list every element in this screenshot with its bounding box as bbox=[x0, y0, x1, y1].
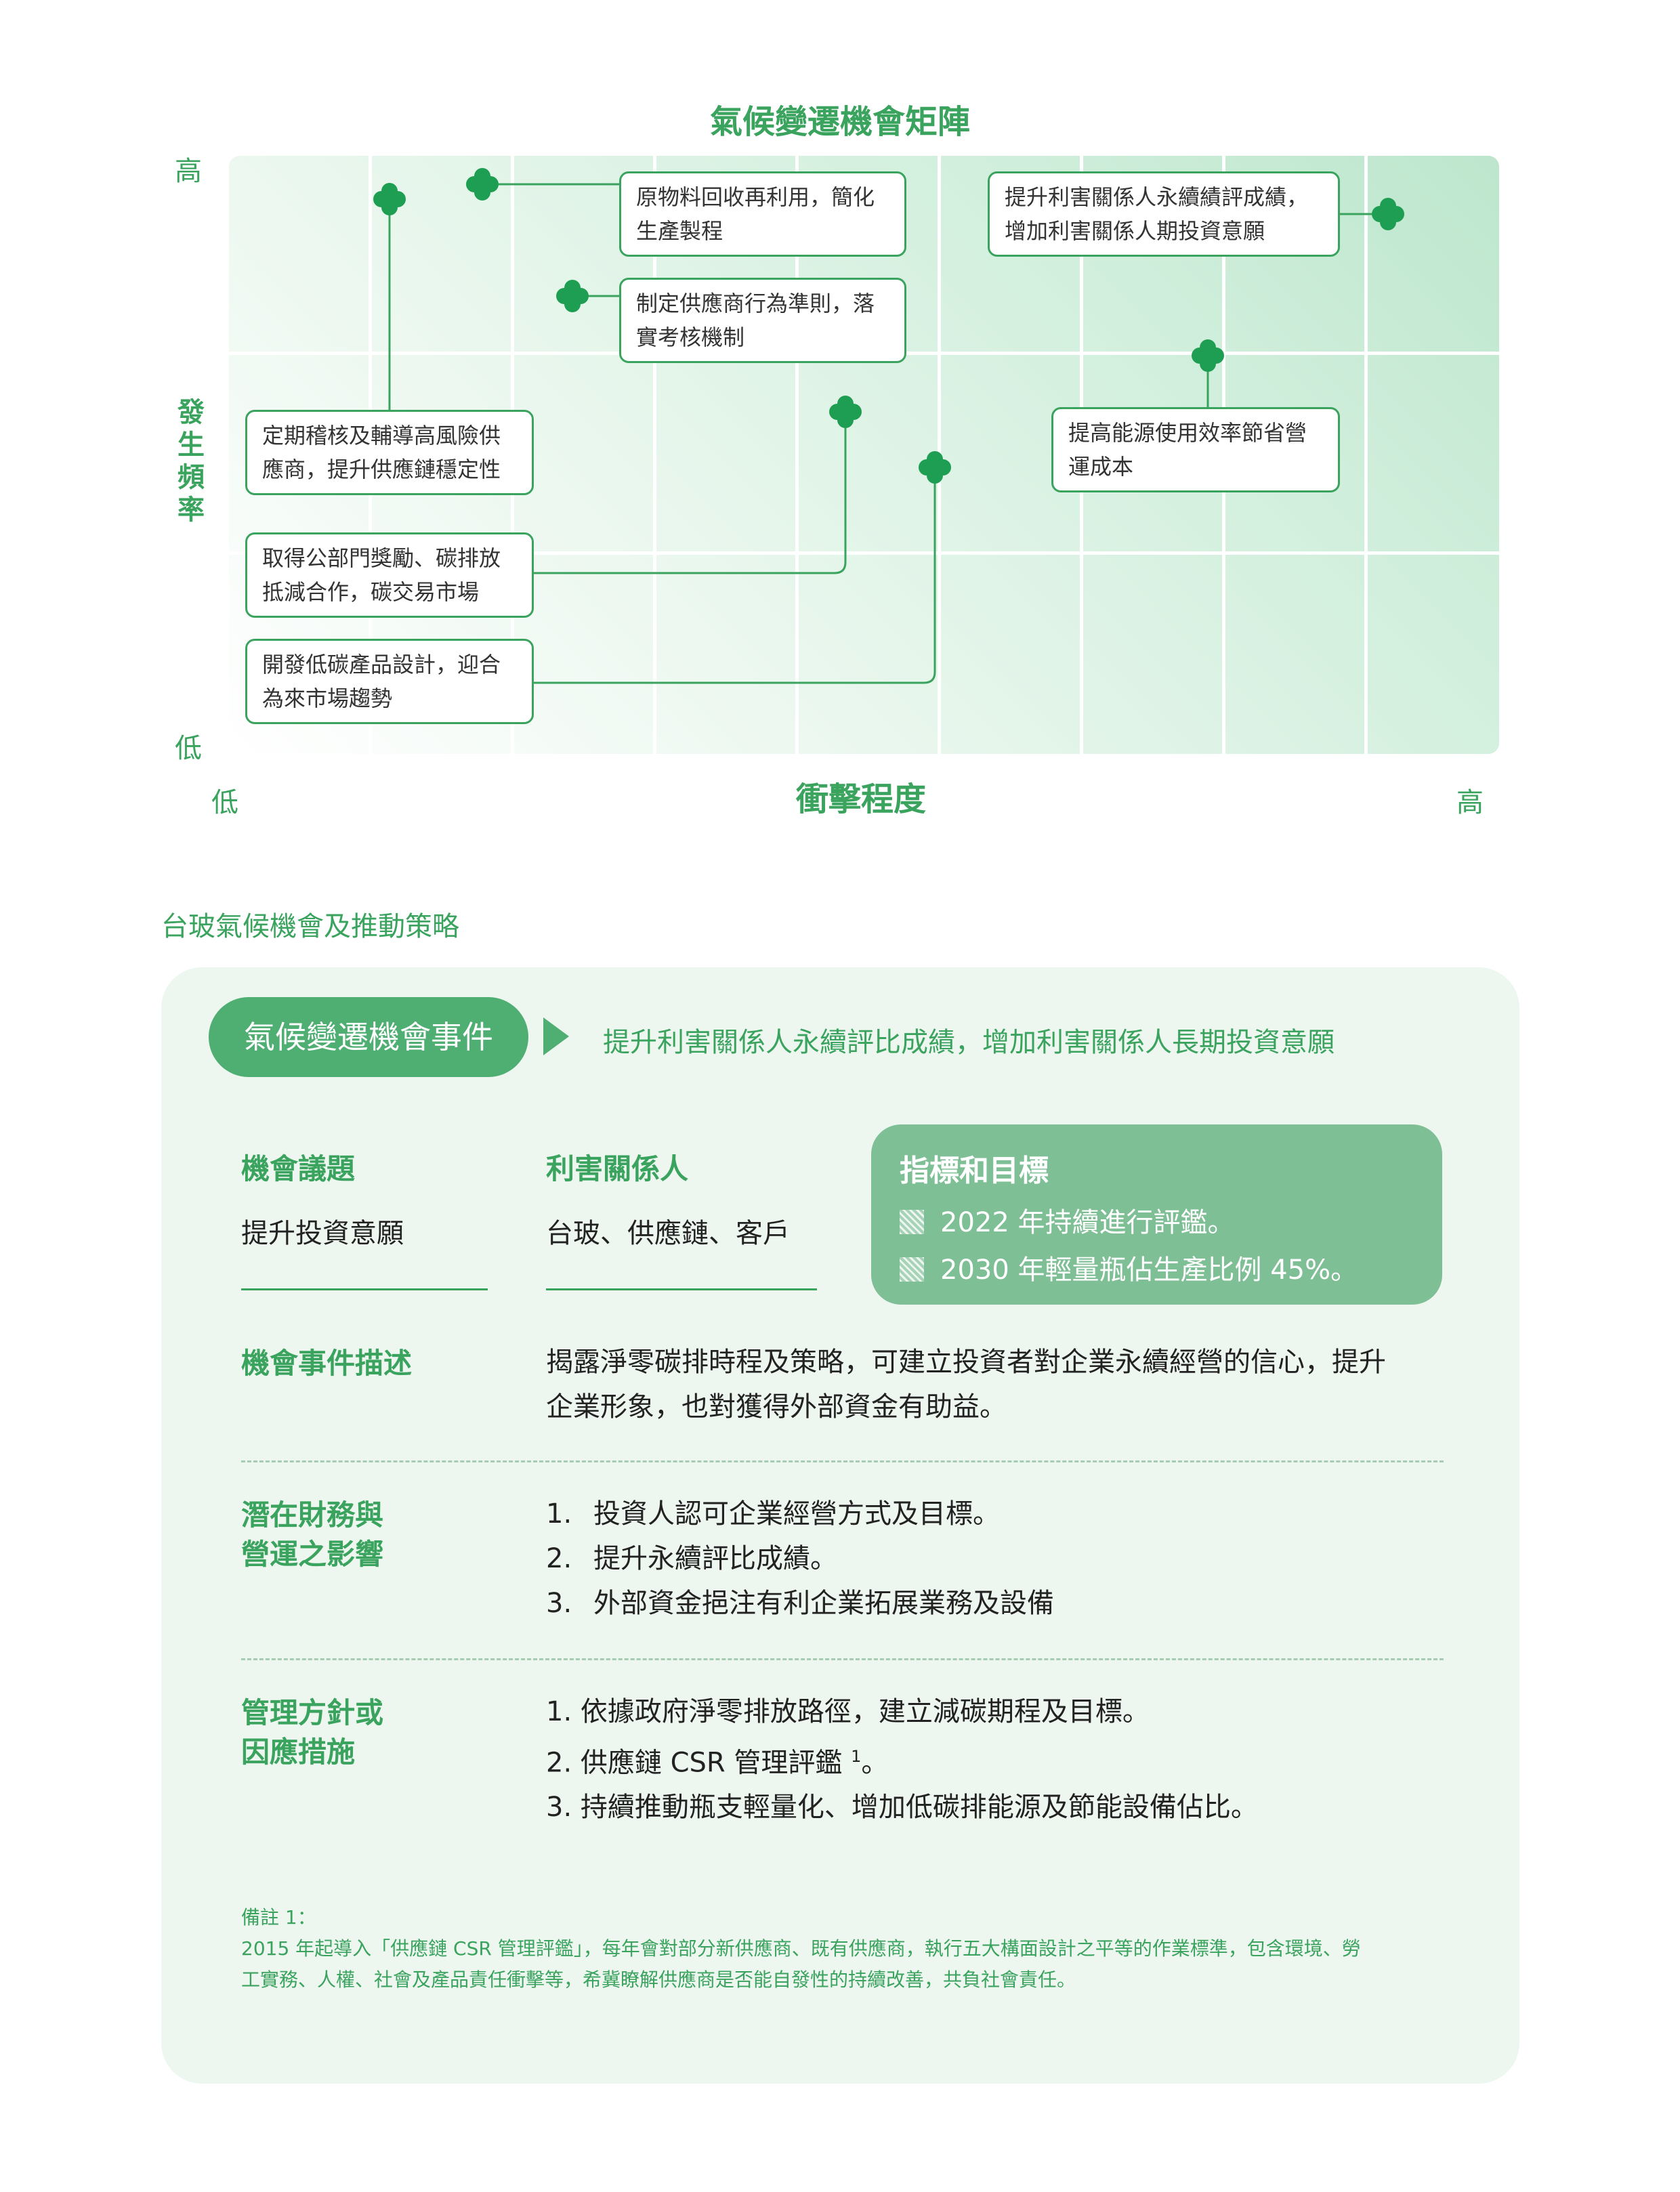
x-axis-high-label: 高 bbox=[1456, 787, 1484, 818]
marker-reward bbox=[829, 396, 862, 428]
issue-value: 提升投資意願 bbox=[241, 1218, 404, 1249]
marker-supplier-code bbox=[556, 280, 589, 312]
divider bbox=[241, 1460, 1444, 1462]
issue-heading: 機會議題 bbox=[241, 1152, 356, 1185]
marker-stakeholder bbox=[1372, 198, 1404, 230]
marker-audit bbox=[373, 183, 406, 215]
footnote: 備註 1： 2015 年起導入「供應鏈 CSR 管理評鑑」，每年會對部分新供應商… bbox=[241, 1906, 1361, 1991]
marker-energy bbox=[1192, 339, 1224, 372]
stakeholder-value: 台玻、供應鏈、客戶 bbox=[546, 1218, 790, 1249]
description-text: 揭露淨零碳排時程及策略，可建立投資者對企業永續經營的信心，提升 企業形象，也對獲… bbox=[546, 1347, 1386, 1422]
impact-list: 1.投資人認可企業經營方式及目標。 2.提升永續評比成績。 3.外部資金挹注有利… bbox=[546, 1492, 1054, 1626]
box-energy: 提高能源使用效率節省營 運成本 bbox=[1051, 407, 1340, 492]
marker-raw bbox=[466, 168, 499, 201]
box-raw-material: 原物料回收再利用，簡化 生產製程 bbox=[619, 171, 906, 257]
issue-underline bbox=[241, 1288, 488, 1290]
event-pill: 氣候變遷機會事件 bbox=[209, 997, 528, 1077]
event-description: 提升利害關係人永續評比成績，增加利害關係人長期投資意願 bbox=[603, 1027, 1335, 1058]
footnote-marker: 1 bbox=[851, 1747, 862, 1766]
box-audit: 定期稽核及輔導高風險供 應商，提升供應鏈穩定性 bbox=[245, 410, 534, 495]
hatch-bullet-icon bbox=[900, 1210, 924, 1234]
target-item: 2030 年輕量瓶佔生產比例 45%。 bbox=[900, 1248, 1358, 1287]
section-caption: 台玻氣候機會及推動策略 bbox=[161, 911, 459, 942]
target-box bbox=[871, 1124, 1442, 1305]
arrow-right-icon bbox=[543, 1017, 569, 1055]
hatch-bullet-icon bbox=[900, 1257, 924, 1282]
management-heading: 管理方針或 因應措施 bbox=[241, 1696, 384, 1769]
target-heading: 指標和目標 bbox=[900, 1154, 1049, 1188]
box-supplier-code: 制定供應商行為準則，落 實考核機制 bbox=[619, 278, 906, 363]
box-low-carbon: 開發低碳產品設計，迎合 為來市場趨勢 bbox=[245, 639, 534, 724]
impact-heading: 潛在財務與 營運之影響 bbox=[241, 1498, 384, 1571]
box-stakeholder: 提升利害關係人永續績評成績， 增加利害關係人期投資意願 bbox=[988, 171, 1340, 257]
matrix-connectors bbox=[373, 168, 1404, 684]
management-list: 1. 依據政府淨零排放路徑，建立減碳期程及目標。 2. 供應鏈 CSR 管理評鑑… bbox=[546, 1689, 1258, 1830]
list-item: 1.投資人認可企業經營方式及目標。 bbox=[546, 1498, 1000, 1530]
list-item: 3.外部資金挹注有利企業拓展業務及設備 bbox=[546, 1588, 1054, 1619]
list-item: 3. 持續推動瓶支輕量化、增加低碳排能源及節能設備佔比。 bbox=[546, 1792, 1258, 1824]
y-axis-high-label: 高 bbox=[175, 156, 202, 187]
list-item: 2. 供應鏈 CSR 管理評鑑 1。 bbox=[546, 1747, 889, 1779]
y-axis-low-label: 低 bbox=[175, 733, 202, 764]
description-heading: 機會事件描述 bbox=[241, 1347, 413, 1380]
matrix-title: 氣候變遷機會矩陣 bbox=[709, 103, 970, 141]
list-item: 1. 依據政府淨零排放路徑，建立減碳期程及目標。 bbox=[546, 1696, 1150, 1727]
x-axis-title: 衝擊程度 bbox=[796, 780, 927, 818]
divider bbox=[241, 1658, 1444, 1660]
stakeholder-heading: 利害關係人 bbox=[546, 1152, 689, 1185]
box-reward: 取得公部門獎勵、碳排放 抵減合作，碳交易市場 bbox=[245, 532, 534, 618]
stakeholder-underline bbox=[546, 1288, 817, 1290]
target-item: 2022 年持續進行評鑑。 bbox=[900, 1200, 1235, 1240]
y-axis-title: 發生頻率 bbox=[177, 397, 205, 526]
list-item: 2.提升永續評比成績。 bbox=[546, 1543, 837, 1574]
x-axis-low-label: 低 bbox=[211, 787, 238, 818]
marker-lowcarbon bbox=[919, 451, 951, 484]
